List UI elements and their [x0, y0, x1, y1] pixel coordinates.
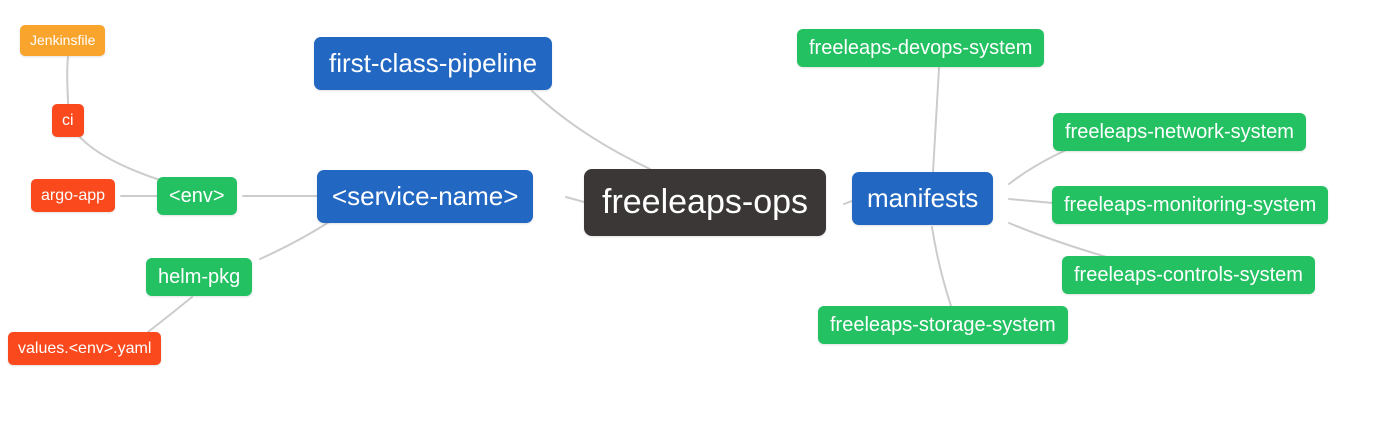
- node-devops-system[interactable]: freeleaps-devops-system: [797, 29, 1045, 67]
- node-helm-pkg[interactable]: helm-pkg: [146, 258, 253, 296]
- node-first-class-pipeline[interactable]: first-class-pipeline: [314, 37, 553, 91]
- edge-manifests-storage: [931, 226, 952, 307]
- node-argo-app[interactable]: argo-app: [31, 179, 116, 213]
- edge-service-name-freeleaps-ops: [565, 196, 585, 203]
- edge-manifests-monitoring: [1008, 198, 1054, 204]
- node-storage-system[interactable]: freeleaps-storage-system: [818, 306, 1068, 344]
- node-controls-system[interactable]: freeleaps-controls-system: [1062, 256, 1315, 294]
- edge-freeleaps-ops-manifests: [843, 200, 853, 205]
- node-ci[interactable]: ci: [52, 104, 84, 138]
- edge-manifests-devops: [932, 67, 940, 173]
- node-network-system[interactable]: freeleaps-network-system: [1053, 113, 1306, 151]
- node-service-name[interactable]: <service-name>: [317, 170, 534, 224]
- node-env[interactable]: <env>: [157, 177, 237, 215]
- node-freeleaps-ops[interactable]: freeleaps-ops: [584, 169, 827, 236]
- edge-jenkinsfile-ci: [66, 56, 69, 105]
- node-monitoring-system[interactable]: freeleaps-monitoring-system: [1052, 186, 1329, 224]
- edge-manifests-controls: [1008, 222, 1111, 259]
- node-jenkinsfile[interactable]: Jenkinsfile: [20, 25, 106, 56]
- node-manifests[interactable]: manifests: [852, 172, 994, 226]
- edge-service-name-helm-pkg: [259, 219, 333, 260]
- node-values-env-yaml[interactable]: values.<env>.yaml: [8, 332, 162, 366]
- edge-pipeline-freeleaps-ops: [531, 90, 651, 170]
- edge-helm-pkg-values: [147, 296, 193, 333]
- edge-ci-env: [77, 134, 161, 181]
- edge-manifests-network: [1008, 149, 1067, 185]
